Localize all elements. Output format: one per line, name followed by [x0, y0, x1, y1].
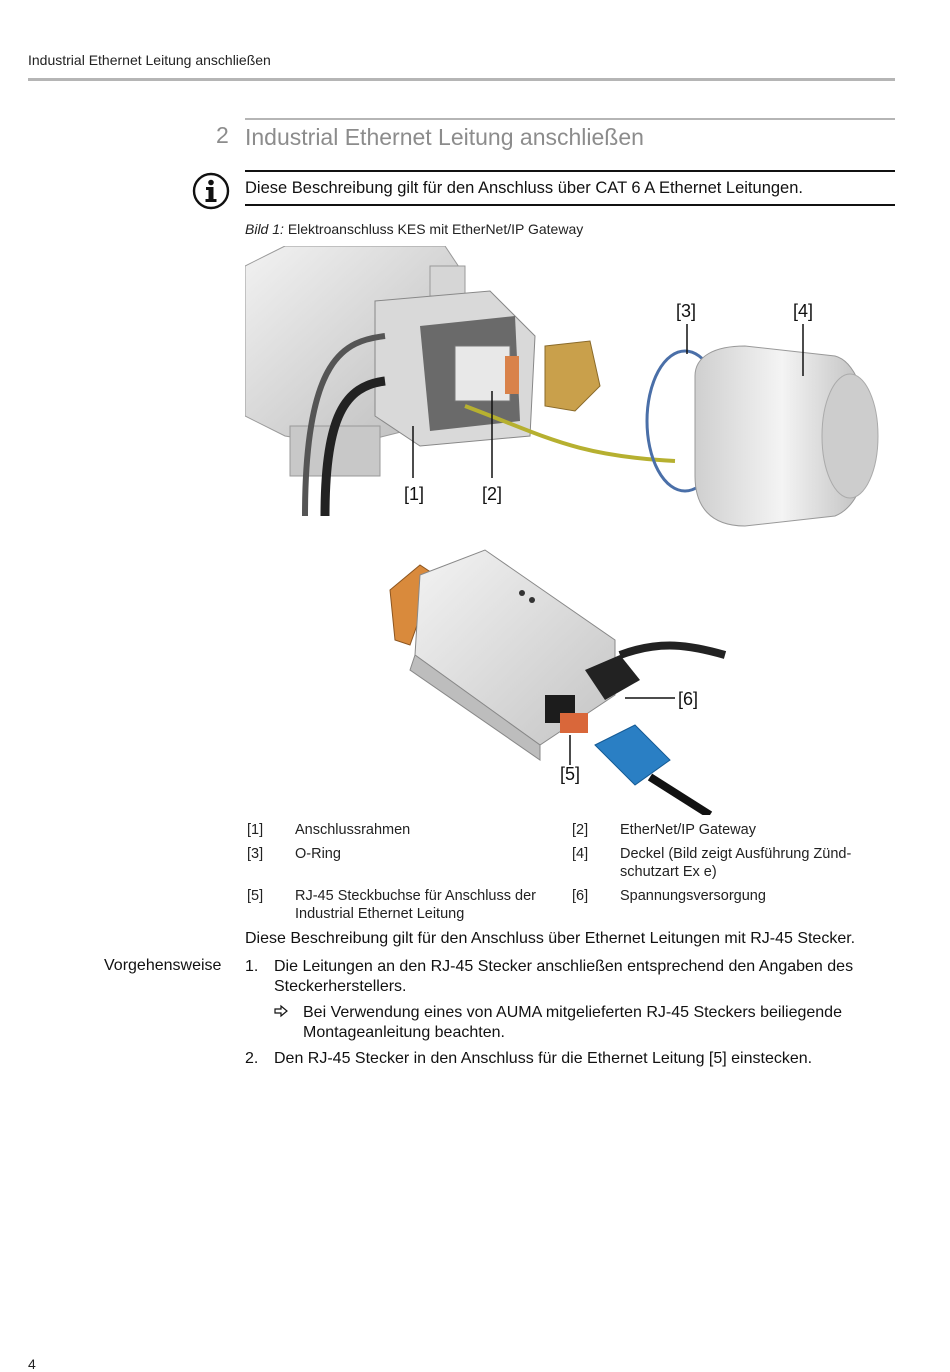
procedure-step-2: 2. Den RJ-45 Stecker in den Anschluss fü… [245, 1049, 895, 1069]
note-rule-top [245, 170, 895, 172]
chapter-rule [245, 118, 895, 120]
procedure-label: Vorgehensweise [104, 957, 222, 974]
step-number: 1. [245, 958, 259, 975]
gateway-module-illustration [389, 549, 727, 815]
callout-1: [1] [404, 484, 425, 504]
header-rule [28, 78, 895, 81]
step-text: Den RJ-45 Stecker in den Anschluss für d… [274, 1050, 813, 1067]
legend-num: [1] [247, 822, 264, 838]
legend-text: Anschlussrahmen [295, 822, 411, 838]
legend-text: RJ-45 Steckbuchse für Anschluss der Indu… [295, 888, 536, 922]
legend-text: Spannungsversorgung [620, 888, 766, 904]
note-text: Diese Beschreibung gilt für den Anschlus… [245, 179, 803, 197]
legend-text: O-Ring [295, 846, 341, 862]
figure-caption-text: Elektroanschluss KES mit EtherNet/IP Gat… [287, 221, 584, 237]
step-number: 2. [245, 1050, 259, 1067]
legend-text: EtherNet/IP Gateway [620, 822, 756, 838]
legend-num: [4] [572, 846, 589, 862]
figure-caption-label: Bild 1: [245, 221, 284, 237]
figure-legend: [1] Anschlussrahmen [2] EtherNet/IP Gatewa… [245, 821, 895, 929]
callout-5: [5] [560, 764, 581, 784]
callout-3: [3] [676, 301, 697, 321]
body-paragraph: Diese Beschreibung gilt für den Anschlus… [245, 930, 856, 947]
page-number: 4 [28, 1356, 36, 1372]
legend-num: [6] [572, 888, 589, 904]
legend-num: [5] [247, 888, 264, 904]
legend-num: [2] [572, 822, 589, 838]
running-header: Industrial Ethernet Leitung anschließen [28, 52, 271, 68]
step-text: Die Leitungen an den RJ-45 Stecker ansch… [274, 958, 854, 995]
note-rule-bottom [245, 204, 895, 206]
legend-num: [3] [247, 846, 264, 862]
callout-4: [4] [793, 301, 814, 321]
procedure-step-1: 1. Die Leitungen an den RJ-45 Stecker an… [245, 957, 895, 997]
result-note-text: Bei Verwendung eines von AUMA mitgeliefe… [303, 1004, 842, 1041]
chapter-number: 2 [216, 122, 229, 148]
legend-text: Deckel (Bild zeigt Ausführung Zünd-schut… [620, 846, 852, 880]
info-icon [192, 172, 230, 210]
figure-caption: Bild 1: Elektroanschluss KES mit EtherNe… [245, 221, 583, 237]
chapter-title: Industrial Ethernet Leitung anschließen [245, 124, 644, 150]
callout-2: [2] [482, 484, 503, 504]
actuator-connection-illustration [245, 246, 879, 527]
callout-6: [6] [678, 689, 699, 709]
result-arrow-icon [274, 1004, 288, 1018]
